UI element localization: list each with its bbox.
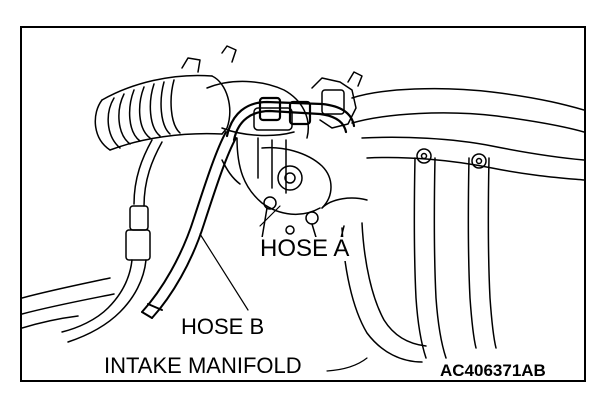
left-hoses-drawing [22, 139, 163, 343]
air-duct-drawing [94, 45, 237, 151]
throttle-body-drawing [206, 71, 363, 245]
intake-manifold-label: INTAKE MANIFOLD [102, 353, 304, 378]
illustration-frame: HOSE A HOSE B INTAKE MANIFOLD AC406371AB [20, 26, 586, 382]
hose-a-label: HOSE A [258, 235, 352, 262]
intake-manifold-drawing [321, 87, 584, 363]
hose-a-drawing [225, 96, 356, 142]
hose-b-label: HOSE B [179, 314, 267, 339]
hose-b-drawing [141, 131, 237, 319]
leader-lines [199, 205, 368, 372]
engine-illustration [22, 45, 584, 372]
figure-code-label: AC406371AB [438, 361, 548, 380]
